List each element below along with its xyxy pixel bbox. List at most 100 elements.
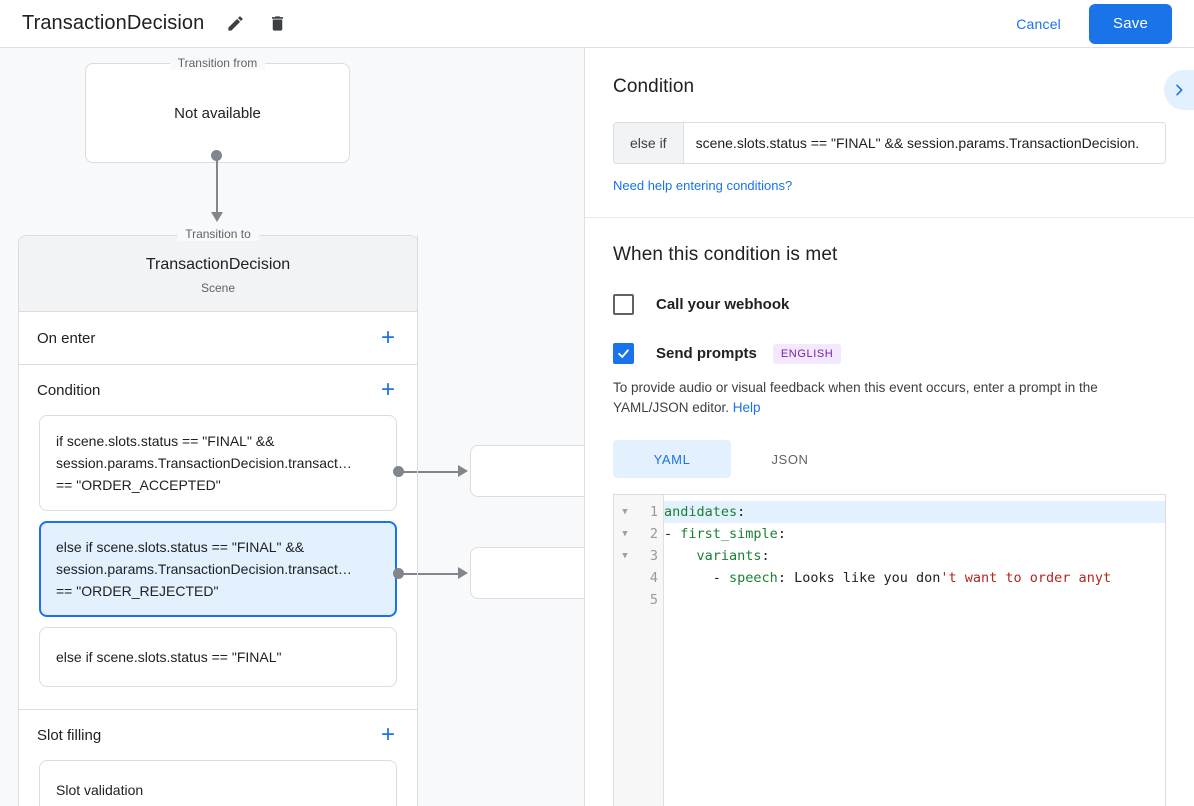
section-condition: Condition + if scene.slots.status == "FI… (19, 365, 417, 710)
condition-input-row[interactable]: else if scene.slots.status == "FINAL" &&… (613, 122, 1166, 164)
section-header-slot-filling: Slot filling + (19, 710, 417, 760)
transition-to-legend: Transition to (177, 227, 259, 241)
plus-icon[interactable]: + (380, 721, 395, 748)
top-app-bar: TransactionDecision Cancel Save (0, 0, 1194, 48)
condition-item-final[interactable]: else if scene.slots.status == "FINAL" (39, 627, 397, 687)
plus-icon[interactable]: + (380, 376, 395, 403)
send-prompts-label: Send prompts (656, 345, 757, 362)
target-box-accepted[interactable] (470, 445, 584, 497)
check-icon (618, 349, 629, 358)
connector-arrowhead (211, 212, 223, 222)
scene-name: TransactionDecision (145, 256, 291, 273)
fold-arrow-icon[interactable]: ▼ (622, 551, 628, 561)
code-line[interactable]: - speech: Looks like you don't want to o… (664, 567, 1165, 589)
condition-line: == "ORDER_ACCEPTED" (56, 477, 221, 493)
target-box-rejected[interactable] (470, 547, 584, 599)
condition-line: session.params.TransactionDecision.trans… (56, 455, 352, 471)
line-number: 5 (649, 592, 658, 608)
code-token: : (777, 570, 795, 586)
tab-yaml[interactable]: YAML (613, 440, 731, 478)
when-condition-met-section: When this condition is met Call your web… (585, 218, 1194, 806)
code-token: andidates (664, 504, 738, 520)
code-token: : (761, 548, 770, 564)
section-title-condition: Condition (37, 381, 101, 399)
condition-section: Condition else if scene.slots.status == … (585, 48, 1194, 217)
cancel-button[interactable]: Cancel (1002, 8, 1075, 40)
code-token: Looks like you don (794, 570, 941, 586)
line-number: 2 (649, 526, 658, 542)
save-button[interactable]: Save (1089, 3, 1172, 44)
section-header-condition: Condition + (19, 365, 417, 415)
section-divider (585, 217, 1194, 218)
code-token: - (664, 570, 730, 586)
trash-icon (271, 16, 283, 31)
scene-flow-canvas[interactable]: Transition from Not available Transition… (0, 48, 584, 806)
scene-type: Scene (200, 281, 236, 295)
connector-line (216, 155, 218, 217)
transition-from-value: Not available (174, 104, 261, 122)
language-badge: ENGLISH (772, 343, 842, 364)
condition-node-dot-rejected[interactable] (393, 568, 404, 579)
condition-details-panel: Condition else if scene.slots.status == … (585, 48, 1194, 806)
edge-accepted (399, 471, 461, 473)
when-condition-title: When this condition is met (613, 244, 838, 265)
condition-item-accepted[interactable]: if scene.slots.status == "FINAL" && sess… (39, 415, 397, 511)
edit-name-button[interactable] (220, 9, 250, 39)
condition-node-dot-accepted[interactable] (393, 466, 404, 477)
code-token (664, 548, 697, 564)
delete-button[interactable] (262, 9, 292, 39)
line-number: 1 (649, 504, 658, 520)
condition-line: else if scene.slots.status == "FINAL" (56, 649, 282, 665)
section-title-on-enter: On enter (37, 329, 96, 347)
condition-line: if scene.slots.status == "FINAL" && (56, 433, 275, 449)
fold-arrow-icon[interactable]: ▼ (622, 529, 628, 539)
edge-arrowhead-accepted (458, 465, 468, 477)
help-link[interactable]: Help (732, 400, 761, 415)
code-token: : (737, 504, 746, 520)
condition-line: == "ORDER_REJECTED" (56, 583, 219, 599)
transition-to-card[interactable]: Transition to TransactionDecision Scene (19, 227, 417, 312)
slot-validation-item[interactable]: Slot validation (39, 760, 397, 806)
code-token: : (777, 526, 786, 542)
scene-group-card: Transition to TransactionDecision Scene … (18, 227, 418, 806)
edge-rejected (399, 573, 461, 575)
need-help-link[interactable]: Need help entering conditions? (613, 178, 793, 193)
condition-item-rejected[interactable]: else if scene.slots.status == "FINAL" &&… (39, 521, 397, 617)
editor-fold-column: ▼ ▼ ▼ (614, 495, 636, 806)
prompts-hint-text: To provide audio or visual feedback when… (613, 380, 1098, 415)
condition-expression-input[interactable]: scene.slots.status == "FINAL" && session… (683, 123, 1165, 163)
code-line[interactable]: - first_simple: (664, 523, 1165, 545)
code-token: first_simple (680, 526, 778, 542)
webhook-row[interactable]: Call your webhook (613, 294, 1166, 315)
editor-format-tabs: YAML JSON (613, 440, 1166, 478)
tab-json[interactable]: JSON (771, 451, 809, 467)
call-webhook-checkbox[interactable] (613, 294, 634, 315)
group-vertical-rule (417, 235, 418, 806)
transition-from-card[interactable]: Transition from Not available (85, 56, 350, 163)
editor-code-area[interactable]: andidates:- first_simple: variants: - sp… (664, 495, 1165, 806)
code-line[interactable] (664, 589, 1165, 611)
code-line[interactable]: variants: (664, 545, 1165, 567)
section-slot-filling: Slot filling + Slot validation (19, 710, 417, 806)
fold-arrow-icon[interactable]: ▼ (622, 507, 628, 517)
send-prompts-checkbox[interactable] (613, 343, 634, 364)
condition-line: session.params.TransactionDecision.trans… (56, 561, 352, 577)
chevron-right-icon (1176, 84, 1183, 96)
expand-panel-button[interactable] (1164, 70, 1194, 110)
code-line[interactable]: andidates: (664, 501, 1165, 523)
condition-line: else if scene.slots.status == "FINAL" && (56, 539, 305, 555)
call-webhook-label: Call your webhook (656, 296, 790, 313)
line-number: 4 (649, 570, 658, 586)
condition-prefix-label: else if (614, 123, 684, 163)
edge-arrowhead-rejected (458, 567, 468, 579)
section-on-enter: On enter + (19, 312, 417, 365)
plus-icon[interactable]: + (380, 324, 395, 351)
line-number: 3 (649, 548, 658, 564)
code-token: - (664, 526, 681, 542)
code-token: speech (729, 570, 778, 586)
code-token: 't want to order anyt (940, 570, 1112, 586)
page-title: TransactionDecision (22, 12, 205, 34)
prompts-row[interactable]: Send prompts ENGLISH (613, 343, 1166, 364)
panel-divider (584, 48, 585, 806)
